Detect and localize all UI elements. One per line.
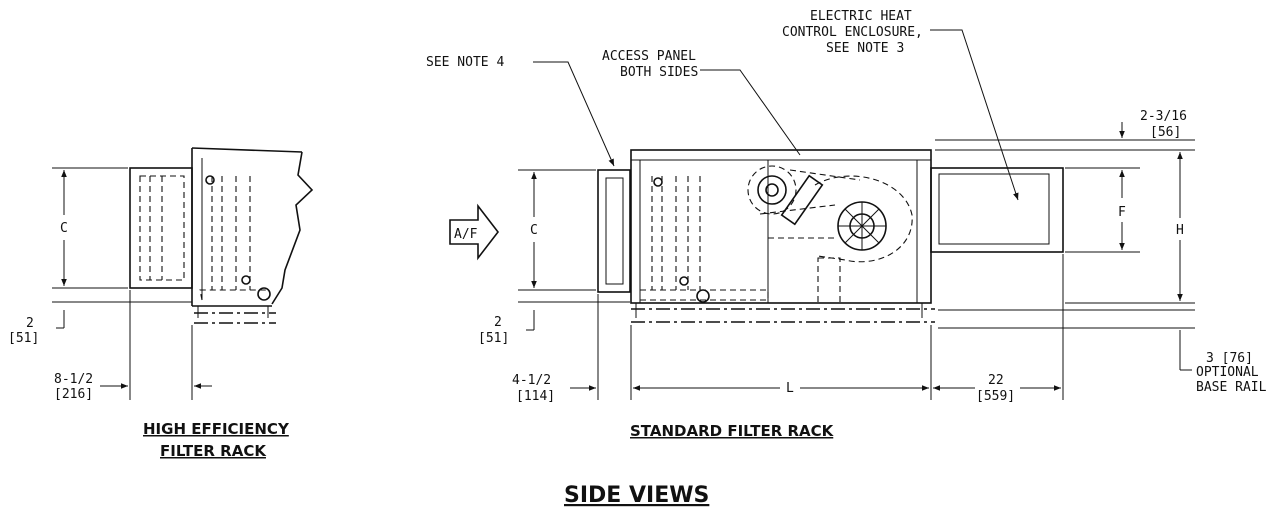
callout-access-panel-2: BOTH SIDES — [620, 65, 698, 80]
side-views-title: SIDE VIEWS — [564, 483, 709, 508]
center-dim-4-half: 4-1/2 — [512, 373, 551, 388]
center-dim-4-half-mm: [114] — [516, 389, 555, 404]
center-title: STANDARD FILTER RACK — [630, 422, 835, 440]
center-dim-c: C — [530, 223, 538, 238]
callout-electric-heat-2: CONTROL ENCLOSURE, — [782, 25, 923, 40]
center-dim-2-3-16-mm: [56] — [1150, 125, 1181, 140]
airflow-arrow-icon — [449, 203, 500, 261]
center-dim-22-mm: [559] — [976, 389, 1015, 404]
left-dim-c: C — [60, 221, 68, 236]
left-dim-2-mm: [51] — [8, 331, 39, 346]
center-dim-2-3-16: 2-3/16 — [1140, 109, 1187, 124]
left-dim-8-half-mm: [216] — [54, 387, 93, 402]
callout-see-note-4: SEE NOTE 4 — [426, 55, 504, 70]
base-rail-label-3: BASE RAIL — [1196, 380, 1267, 395]
center-dim-2: 2 — [494, 315, 502, 330]
center-dim-2-mm: [51] — [478, 331, 509, 346]
center-dim-f: F — [1118, 205, 1126, 220]
base-rail-label-1: 3 [76] — [1206, 351, 1253, 366]
standard-filter-rack-view: A/F — [426, 9, 1267, 440]
high-efficiency-filter-rack-view: C 2 [51] 8-1/2 [216] HIGH EFFICIENCY FIL… — [8, 147, 314, 460]
base-rail-label-2: OPTIONAL — [1196, 365, 1259, 380]
center-dim-l: L — [786, 381, 794, 396]
airflow-label: A/F — [454, 227, 478, 242]
left-dim-2: 2 — [26, 316, 34, 331]
callout-electric-heat-1: ELECTRIC HEAT — [810, 9, 912, 24]
left-dim-8-half: 8-1/2 — [54, 372, 93, 387]
left-title-line1: HIGH EFFICIENCY — [143, 420, 290, 438]
center-dim-22: 22 — [988, 373, 1004, 388]
left-title-line2: FILTER RACK — [160, 442, 267, 460]
callout-electric-heat-3: SEE NOTE 3 — [826, 41, 904, 56]
center-dim-h: H — [1176, 223, 1184, 238]
callout-access-panel-1: ACCESS PANEL — [602, 49, 696, 64]
